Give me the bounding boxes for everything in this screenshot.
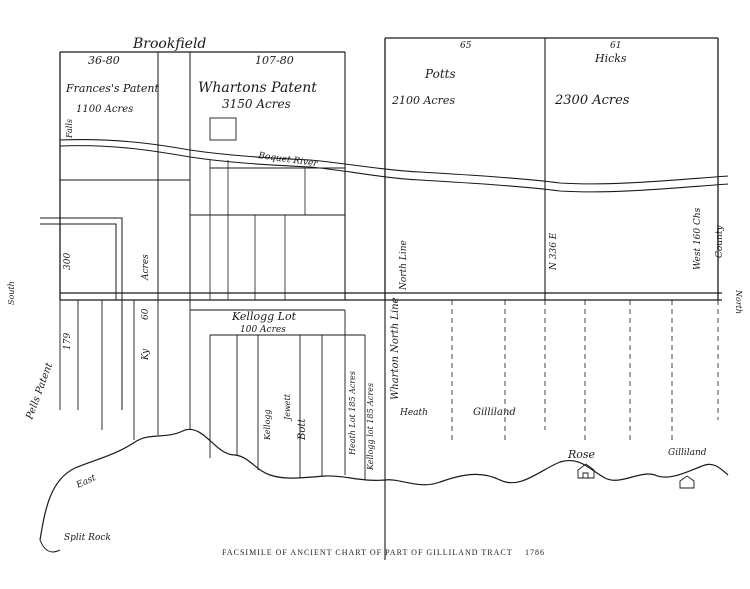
river-bank-north [59,139,729,185]
small-lot-box [209,117,237,141]
label-107-80: 107-80 [255,54,294,67]
label-jewett: Jewett [283,393,292,422]
label-heath-lot: Heath Lot 185 Acres [348,371,357,456]
caption-text: FACSIMILE OF ANCIENT CHART OF PART OF GI… [222,548,513,557]
label-179: 179 [63,333,73,350]
label-300: 300 [63,253,73,270]
left-road-line-1 [40,217,123,410]
shoreline-path [39,428,729,541]
label-1100-acres: 1100 Acres [76,104,133,115]
label-boquet-river: Boquet River [257,151,319,169]
label-south: South [7,281,16,305]
label-kellogg-3: Kellogg [263,409,272,441]
label-heath: Heath [399,408,428,418]
label-falls: Falls [65,119,74,139]
label-hicks: Hicks [594,52,627,65]
label-61: 61 [610,41,621,51]
label-bott: Bott [297,418,308,441]
label-frances-patent: Frances's Patent [65,82,159,95]
label-wharton-patent: Whartons Patent [198,80,317,96]
label-gilliland-right: Gilliland [668,448,707,458]
lake-shoreline [39,428,729,553]
label-wharton-north-line: Wharton North Line [390,297,401,400]
chart-labels: Brookfield 36-80 107-80 Frances's Patent… [7,36,743,543]
label-west-line: West 160 Chs [693,207,703,270]
shoreline-lower [39,539,61,553]
label-36-80: 36-80 [88,54,120,67]
label-kellogg-lot-2: Kellogg lot 185 Acres [366,383,375,471]
gilliland-house-icon [679,475,695,489]
label-2300-acres: 2300 Acres [554,93,630,108]
label-acres-small: Acres [141,254,151,281]
label-pells-patent: Pells Patent [24,360,55,422]
label-kellogg-lot-acres: 100 Acres [240,325,286,335]
label-rose: Rose [567,448,596,461]
label-65: 65 [460,41,472,51]
label-2100-acres: 2100 Acres [391,94,455,107]
label-3150-acres: 3150 Acres [222,97,291,111]
label-60: 60 [141,308,151,320]
label-north: North [734,289,743,314]
label-potts: Potts [424,67,456,81]
label-n-336-e: N 336 E [549,232,559,271]
boquet-river [59,139,729,193]
label-north-line-right: North Line [399,240,409,291]
survey-lines [40,37,722,560]
label-brookfield: Brookfield [132,36,206,52]
chart-caption: FACSIMILE OF ANCIENT CHART OF PART OF GI… [222,548,545,557]
left-road-line-2 [40,223,117,300]
label-split-rock: Split Rock [64,533,111,543]
label-county: County [715,224,725,258]
caption-year: 1786 [525,548,545,557]
river-bank-south [59,145,729,193]
kellogg-lot-box [190,309,365,336]
label-gilliland: Gilliland [473,407,516,418]
label-kellogg-lot: Kellogg Lot [231,310,297,323]
label-ky: Ky [141,348,151,361]
label-east: East [74,473,98,491]
rose-house-icon [577,463,595,479]
